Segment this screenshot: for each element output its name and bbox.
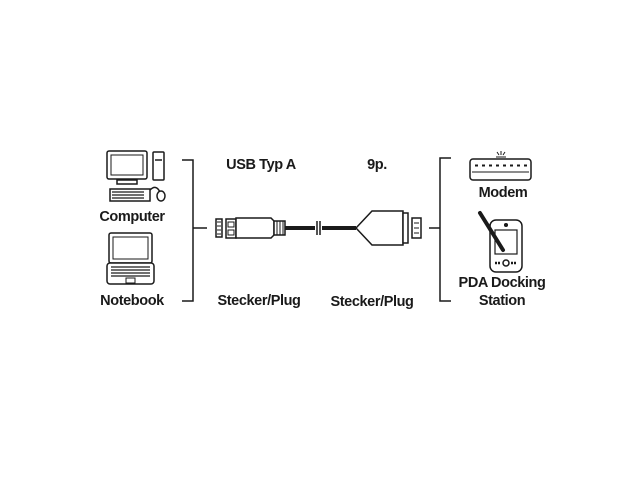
modem-icon: [469, 151, 532, 181]
desktop-computer-icon: [106, 150, 166, 202]
modem-label: Modem: [478, 185, 528, 201]
pda-icon: [478, 211, 523, 273]
connector-a-gender-label: Stecker/Plug: [217, 293, 301, 309]
laptop-icon: [106, 232, 155, 285]
computer-label: Computer: [99, 209, 165, 225]
connector-b-gender-label: Stecker/Plug: [330, 294, 414, 310]
connector-a-type-label: USB Typ A: [226, 157, 296, 173]
left-bracket: [182, 159, 207, 302]
right-bracket: [429, 157, 451, 302]
pda-label-line2: Station: [478, 293, 526, 309]
usb-to-serial-cable-icon: [215, 210, 422, 246]
notebook-label: Notebook: [100, 293, 164, 309]
pda-label-line1: PDA Docking: [458, 275, 546, 291]
connector-b-type-label: 9p.: [367, 157, 387, 173]
